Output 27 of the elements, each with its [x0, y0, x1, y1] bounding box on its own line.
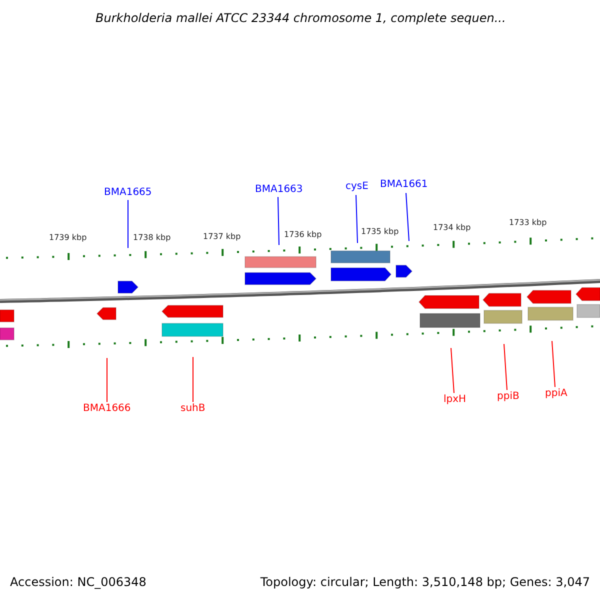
leader-line [192, 356, 194, 402]
leader-line [356, 194, 358, 244]
leader-line [278, 196, 280, 246]
gene-label: ppiA [545, 389, 568, 399]
gene-label: cysE [346, 182, 368, 192]
gene-label: suhB [180, 404, 206, 414]
leader-line [504, 344, 508, 390]
gene-label: BMA1665 [104, 188, 152, 198]
leader-line [406, 192, 410, 242]
leader-line [450, 348, 454, 394]
title: Burkholderia mallei ATCC 23344 chromosome 1, complete sequen... [96, 12, 506, 24]
footer-text: Topology: circular; Length: 3,510,148 bp; Genes: 3,047 [260, 576, 590, 588]
scale-label: 1738 kbp [133, 234, 171, 242]
scale-label: 1734 kbp [433, 224, 471, 232]
gene-label: BMA1661 [380, 180, 428, 190]
leader-line [106, 358, 108, 402]
gene-label: lpxH [444, 395, 466, 405]
gene-label: BMA1666 [83, 404, 131, 414]
leader-line [552, 340, 556, 388]
scale-label: 1733 kbp [509, 219, 547, 227]
scale-label: 1737 kbp [203, 233, 241, 241]
scale-label: 1739 kbp [49, 234, 87, 242]
gene-label: BMA1663 [255, 185, 303, 195]
scale-label: 1735 kbp [361, 228, 399, 236]
gene-label: ppiB [497, 392, 520, 402]
scale-label: 1736 kbp [284, 231, 322, 239]
footer-text: Accession: NC_006348 [10, 576, 146, 588]
